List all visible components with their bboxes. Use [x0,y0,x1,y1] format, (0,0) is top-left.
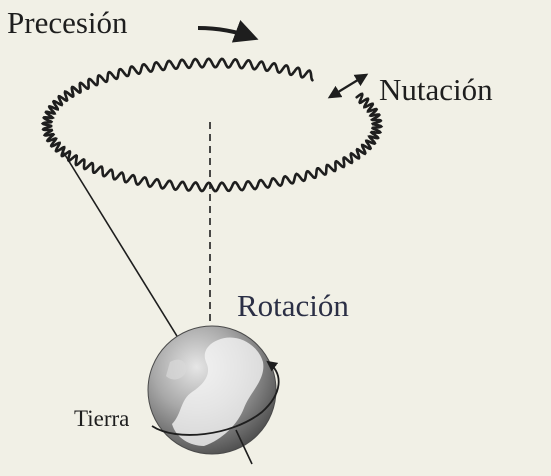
precession-label: Precesión [7,5,128,40]
earth-rotation-axis [61,149,194,363]
nutation-double-arrow [327,73,369,99]
rotation-arrow [151,360,280,436]
rotation-label: Rotación [237,288,349,323]
precession-arrow [197,20,259,43]
nutation-wave-path-front [40,81,384,193]
earth-globe [147,325,277,455]
earth-label: Tierra [74,406,129,431]
nutation-wave-path-back [67,57,314,98]
nutation-label: Nutación [379,72,493,107]
earth-axis-tail [235,429,253,465]
earth-landmass [172,337,264,446]
